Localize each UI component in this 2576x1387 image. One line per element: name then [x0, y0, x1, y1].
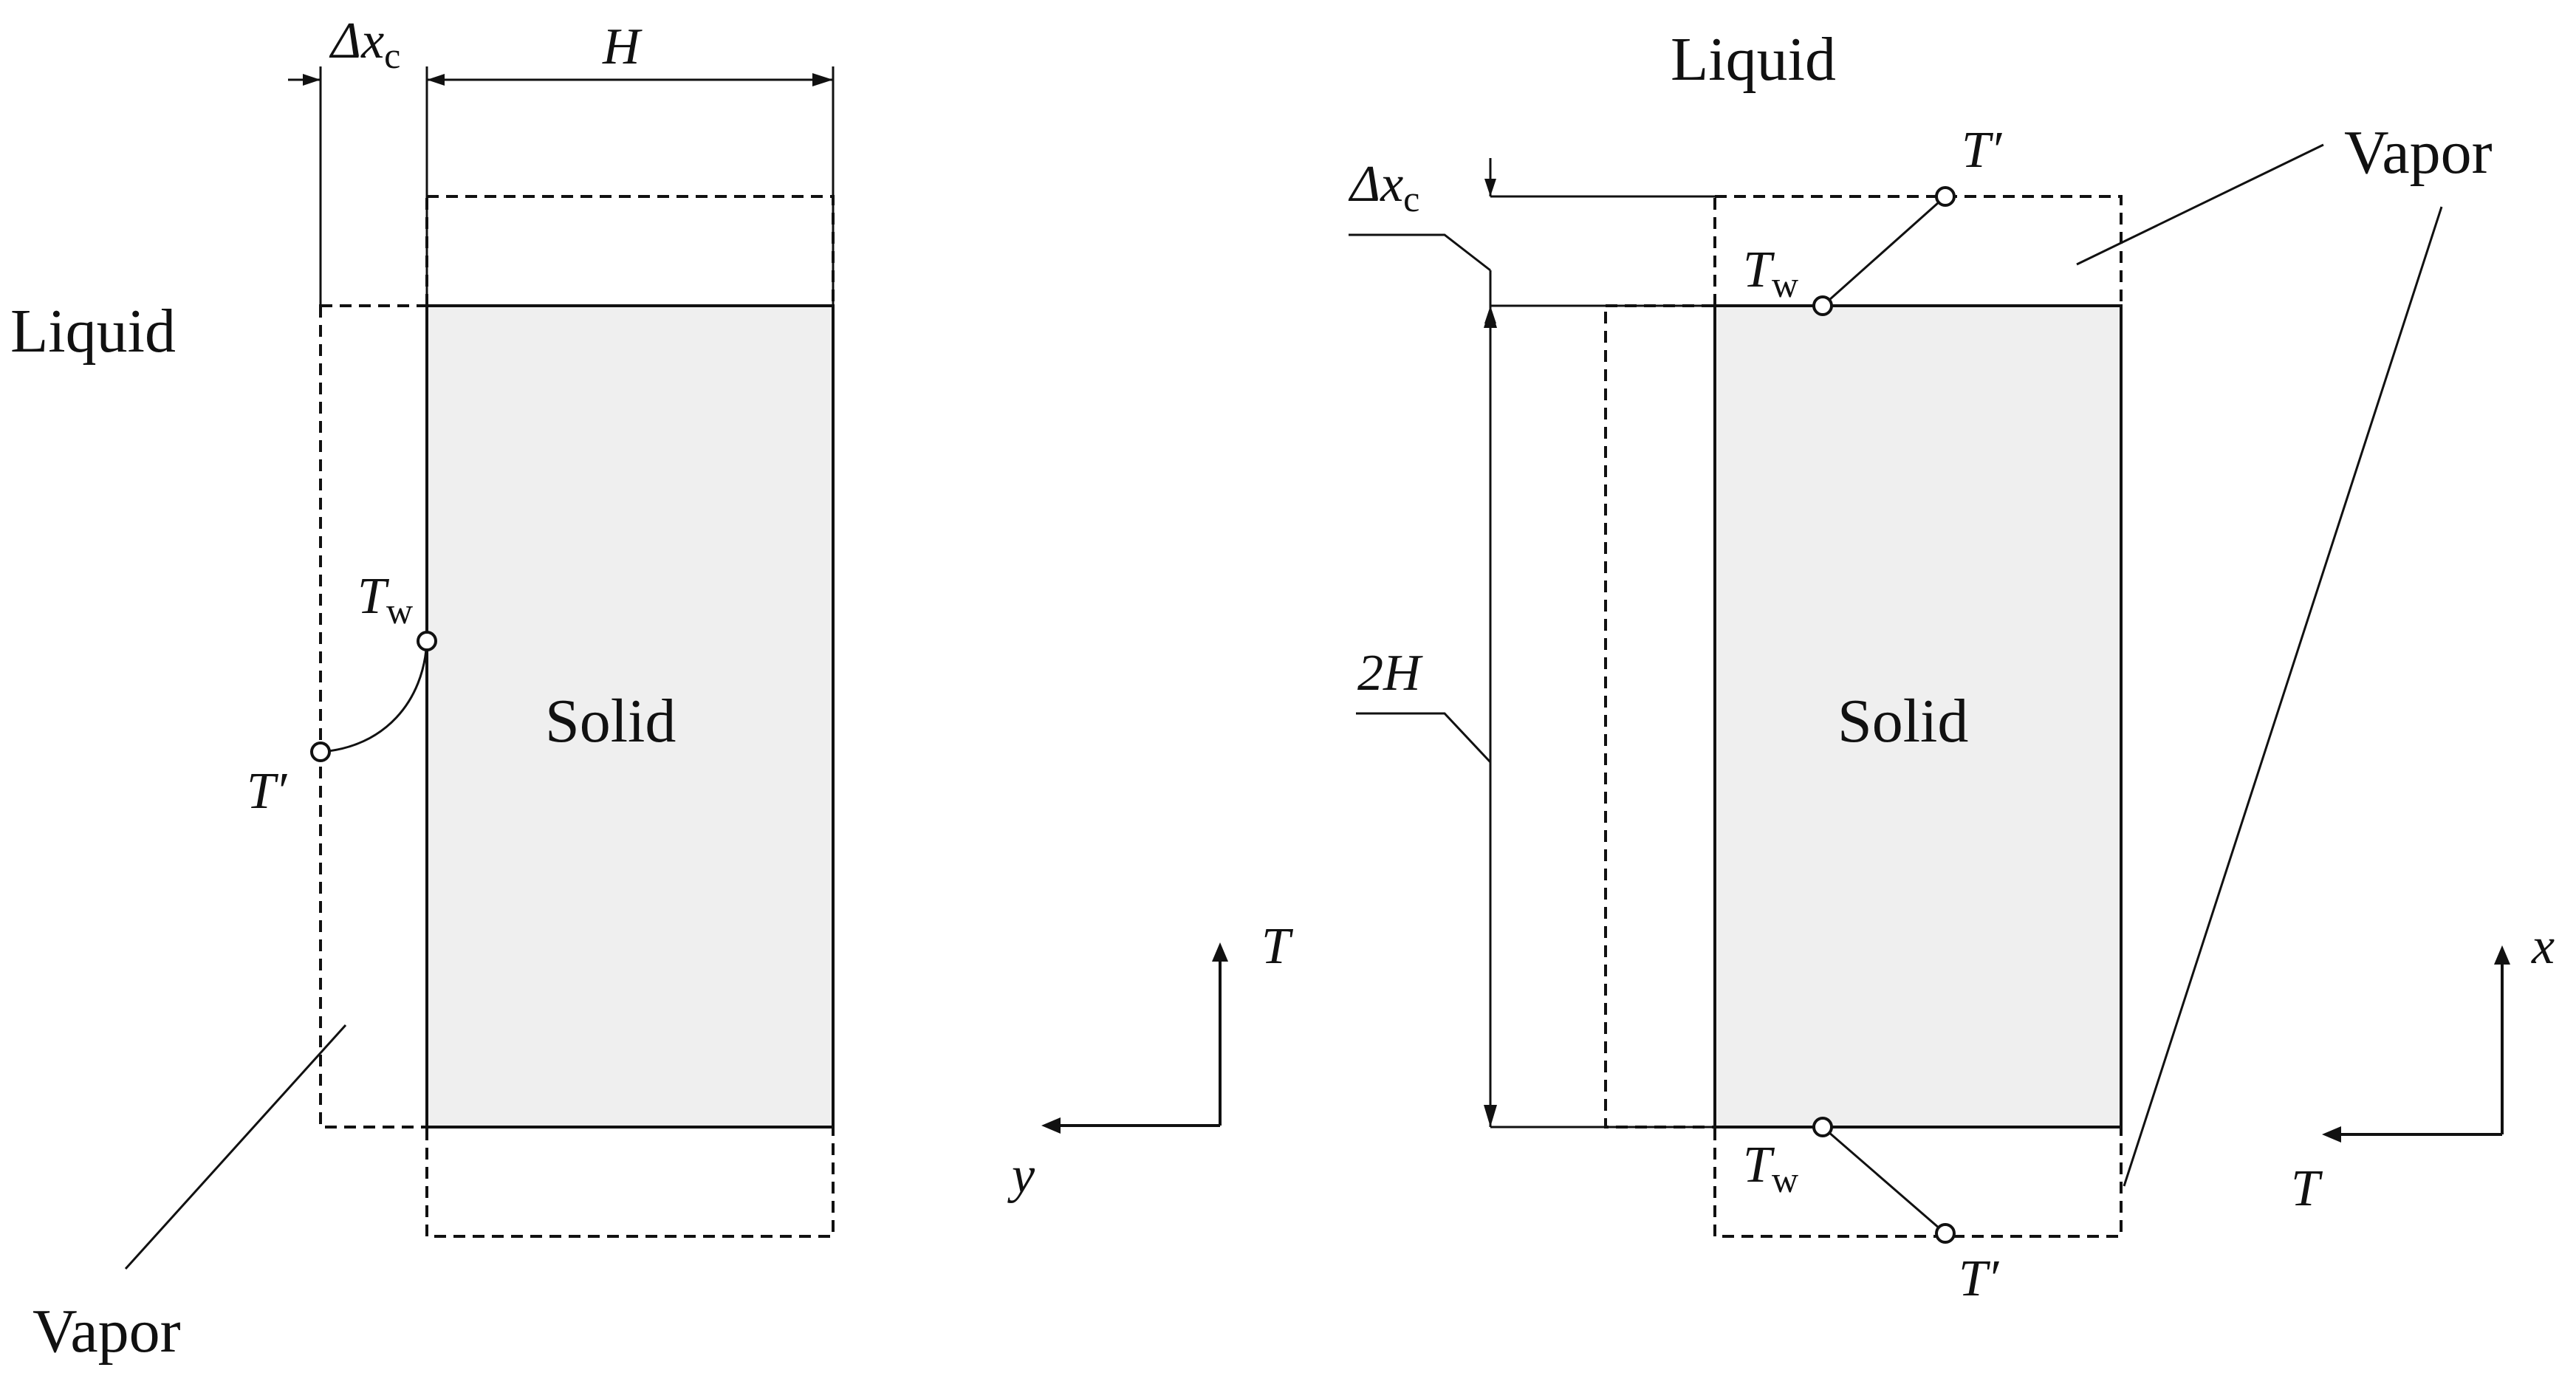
left-solid-label: Solid: [545, 687, 676, 756]
left-solid-block: [425, 304, 835, 1129]
right-tw-top-node: [1812, 295, 1833, 316]
right-tw-bottom-node: [1812, 1117, 1833, 1137]
right-vapor-leader-top: [2076, 143, 2324, 266]
left-liquid-label: Liquid: [10, 297, 176, 366]
right-dashed-region-side: [1604, 304, 1716, 1129]
left-axis-t-label: T: [1261, 918, 1294, 975]
right-axis-x-label: x: [2531, 918, 2555, 975]
left-temperature-curve: [320, 640, 428, 753]
left-tw-label: Tw: [357, 568, 413, 631]
right-tw-bottom-label: Tw: [1743, 1137, 1798, 1200]
right-delta-x-label: Δxc: [1348, 156, 1419, 219]
left-tprime-node: [310, 742, 331, 762]
right-vapor-label: Vapor: [2344, 118, 2493, 187]
left-dashed-region-bottom: [425, 1126, 835, 1238]
left-vapor-label: Vapor: [32, 1297, 181, 1366]
left-delta-x-label: Δxc: [329, 13, 400, 76]
right-solid-block: [1713, 304, 2123, 1129]
right-tprime-top-node: [1935, 186, 1956, 207]
right-axes: [2322, 945, 2510, 1143]
right-axis-t-label: T: [2291, 1160, 2323, 1217]
right-tprime-bottom-label: T′: [1959, 1250, 2000, 1307]
right-panel: Δxc 2H Liquid Solid Vapor Tw T′ Tw T′: [1348, 25, 2555, 1307]
right-solid-label: Solid: [1837, 687, 1968, 756]
left-axis-y-label: y: [1007, 1147, 1035, 1204]
right-delta-x-dimension: [1484, 158, 1496, 323]
right-tprime-bottom-node: [1935, 1223, 1956, 1244]
right-2h-dimension: [1484, 306, 1497, 1127]
left-h-dimension: [427, 73, 833, 86]
left-tprime-label: T′: [247, 763, 288, 820]
left-panel: Δxc H Liquid Solid Vapor Tw T′ T y: [10, 13, 1294, 1366]
right-2h-leader: [1356, 712, 1492, 764]
left-vapor-region-side: [319, 304, 428, 1129]
right-delta-x-leader: [1349, 233, 1491, 272]
right-2h-label: 2H: [1357, 645, 1423, 702]
left-axes: [1041, 942, 1228, 1134]
right-liquid-label: Liquid: [1671, 25, 1836, 94]
left-h-label: H: [602, 18, 643, 75]
left-dashed-region-top: [425, 195, 835, 307]
right-vapor-leader-bottom: [2123, 206, 2443, 1187]
left-tw-node: [417, 631, 437, 651]
left-vapor-leader: [124, 1024, 347, 1270]
right-tprime-top-label: T′: [1962, 122, 2003, 179]
right-tw-top-label: Tw: [1743, 242, 1798, 305]
left-delta-x-dimension: [288, 74, 445, 86]
